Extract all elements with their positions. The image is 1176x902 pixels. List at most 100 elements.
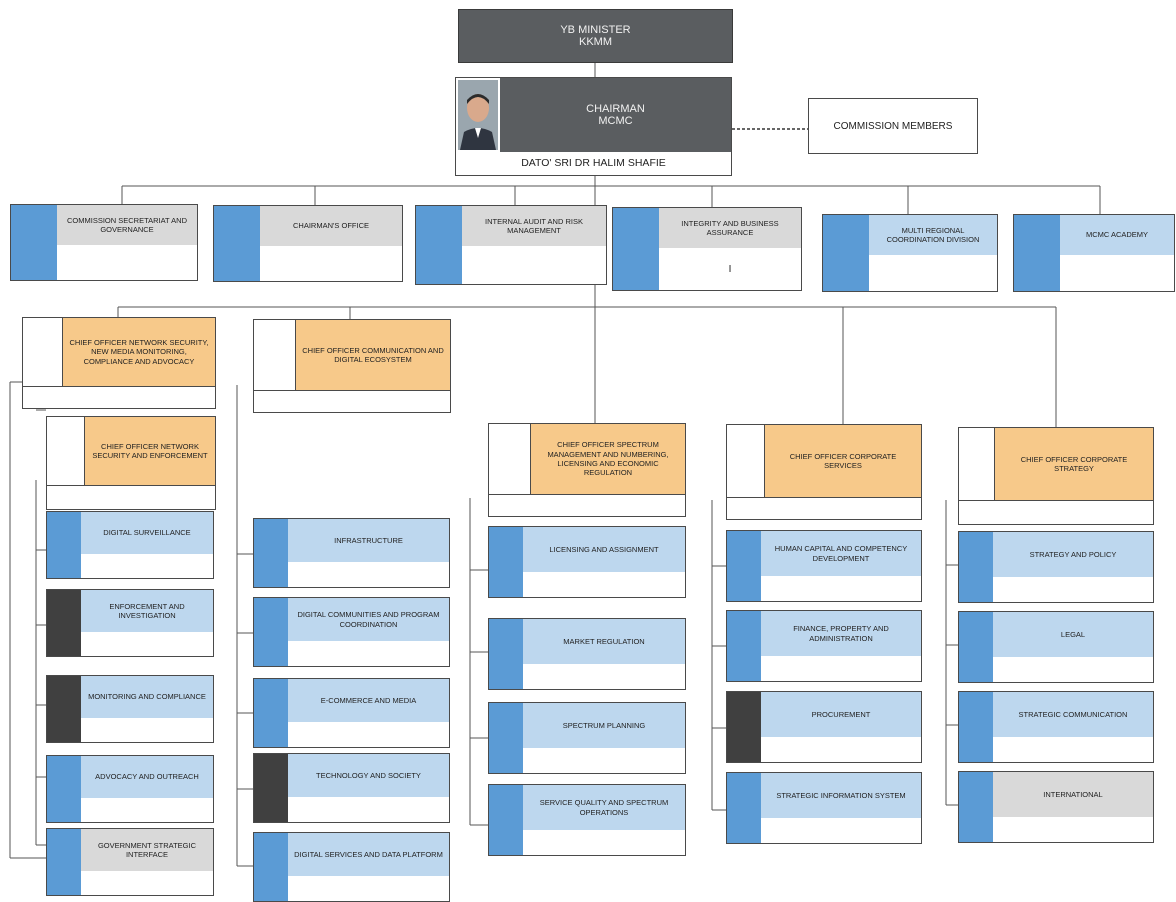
division-label: SPECTRUM PLANNING xyxy=(523,703,685,748)
chief-officer-box: CHIEF OFFICER SPECTRUM MANAGEMENT AND NU… xyxy=(488,423,686,517)
division-label: STRATEGIC COMMUNICATION xyxy=(993,692,1153,737)
division-color-strip xyxy=(727,692,761,762)
division-label: INTERNATIONAL xyxy=(993,772,1153,817)
top-unit-label: MCMC ACADEMY xyxy=(1060,215,1174,255)
division-color-strip xyxy=(489,703,523,773)
division-box: DIGITAL SURVEILLANCE xyxy=(46,511,214,579)
division-label: TECHNOLOGY AND SOCIETY xyxy=(288,754,449,797)
chief-officer-left-cell xyxy=(23,318,63,386)
division-color-strip xyxy=(47,512,81,578)
chief-officer-box: CHIEF OFFICER NETWORK SECURITY AND ENFOR… xyxy=(46,416,216,510)
division-color-strip xyxy=(959,532,993,602)
unit-color-strip xyxy=(416,206,462,284)
top-unit-box: COMMISSION SECRETARIAT AND GOVERNANCE xyxy=(10,204,198,281)
division-box: GOVERNMENT STRATEGIC INTERFACE xyxy=(46,828,214,896)
division-box: SERVICE QUALITY AND SPECTRUM OPERATIONS xyxy=(488,784,686,856)
top-unit-label: INTEGRITY AND BUSINESS ASSURANCE xyxy=(659,208,801,248)
top-unit-label: CHAIRMAN'S OFFICE xyxy=(260,206,402,246)
top-unit-box: CHAIRMAN'S OFFICE xyxy=(213,205,403,282)
top-unit-label: MULTI REGIONAL COORDINATION DIVISION xyxy=(869,215,997,255)
unit-color-strip xyxy=(214,206,260,281)
commission-members-box: COMMISSION MEMBERS xyxy=(808,98,978,154)
division-color-strip xyxy=(959,772,993,842)
chief-officer-divider xyxy=(47,485,215,486)
division-label: MARKET REGULATION xyxy=(523,619,685,664)
division-color-strip xyxy=(254,519,288,587)
division-color-strip xyxy=(489,527,523,597)
division-label: INFRASTRUCTURE xyxy=(288,519,449,562)
division-box: E-COMMERCE AND MEDIA xyxy=(253,678,450,748)
unit-color-strip xyxy=(11,205,57,280)
portrait-icon xyxy=(458,80,498,150)
division-color-strip xyxy=(254,833,288,901)
division-label: MONITORING AND COMPLIANCE xyxy=(81,676,213,718)
division-box: ADVOCACY AND OUTREACH xyxy=(46,755,214,823)
division-label: LEGAL xyxy=(993,612,1153,657)
chief-officer-divider xyxy=(489,494,685,495)
division-label: SERVICE QUALITY AND SPECTRUM OPERATIONS xyxy=(523,785,685,830)
division-box: PROCUREMENT xyxy=(726,691,922,763)
chief-officer-box: CHIEF OFFICER COMMUNICATION AND DIGITAL … xyxy=(253,319,451,413)
commission-members-label: COMMISSION MEMBERS xyxy=(833,120,953,132)
chief-officer-label: CHIEF OFFICER NETWORK SECURITY, NEW MEDI… xyxy=(63,318,215,386)
chairman-box: CHAIRMAN MCMC DATO' SRI DR HALIM SHAFIE xyxy=(455,77,732,176)
division-box: SPECTRUM PLANNING xyxy=(488,702,686,774)
division-label: ADVOCACY AND OUTREACH xyxy=(81,756,213,798)
chief-officer-label: CHIEF OFFICER SPECTRUM MANAGEMENT AND NU… xyxy=(531,424,685,494)
division-box: LICENSING AND ASSIGNMENT xyxy=(488,526,686,598)
minister-box: YB MINISTER KKMM xyxy=(458,9,733,63)
top-unit-label: COMMISSION SECRETARIAT AND GOVERNANCE xyxy=(57,205,197,245)
division-color-strip xyxy=(959,692,993,762)
division-color-strip xyxy=(47,756,81,822)
division-box: DIGITAL SERVICES AND DATA PLATFORM xyxy=(253,832,450,902)
division-label: E-COMMERCE AND MEDIA xyxy=(288,679,449,722)
chairman-title: CHAIRMAN xyxy=(586,103,645,115)
minister-title: YB MINISTER xyxy=(560,24,631,36)
chief-officer-box: CHIEF OFFICER NETWORK SECURITY, NEW MEDI… xyxy=(22,317,216,409)
division-box: INTERNATIONAL xyxy=(958,771,1154,843)
division-color-strip xyxy=(959,612,993,682)
division-label: STRATEGIC INFORMATION SYSTEM xyxy=(761,773,921,818)
unit-color-strip xyxy=(613,208,659,290)
chief-officer-divider xyxy=(959,500,1153,501)
division-color-strip xyxy=(254,679,288,747)
division-box: MONITORING AND COMPLIANCE xyxy=(46,675,214,743)
division-box: STRATEGIC COMMUNICATION xyxy=(958,691,1154,763)
division-color-strip xyxy=(727,611,761,681)
division-color-strip xyxy=(254,754,288,822)
division-color-strip xyxy=(489,619,523,689)
top-unit-box: INTERNAL AUDIT AND RISK MANAGEMENT xyxy=(415,205,607,285)
division-label: ENFORCEMENT AND INVESTIGATION xyxy=(81,590,213,632)
division-label: FINANCE, PROPERTY AND ADMINISTRATION xyxy=(761,611,921,656)
division-box: TECHNOLOGY AND SOCIETY xyxy=(253,753,450,823)
division-box: FINANCE, PROPERTY AND ADMINISTRATION xyxy=(726,610,922,682)
chief-officer-left-cell xyxy=(727,425,765,497)
minister-ministry: KKMM xyxy=(579,36,612,48)
division-label: DIGITAL SERVICES AND DATA PLATFORM xyxy=(288,833,449,876)
chairman-header: CHAIRMAN MCMC xyxy=(500,78,731,152)
division-box: STRATEGY AND POLICY xyxy=(958,531,1154,603)
chief-officer-label: CHIEF OFFICER COMMUNICATION AND DIGITAL … xyxy=(296,320,450,390)
division-label: STRATEGY AND POLICY xyxy=(993,532,1153,577)
unit-color-strip xyxy=(823,215,869,291)
division-color-strip xyxy=(727,773,761,843)
division-label: PROCUREMENT xyxy=(761,692,921,737)
chairman-photo xyxy=(458,80,498,150)
chief-officer-label: CHIEF OFFICER NETWORK SECURITY AND ENFOR… xyxy=(85,417,215,485)
division-label: GOVERNMENT STRATEGIC INTERFACE xyxy=(81,829,213,871)
division-box: LEGAL xyxy=(958,611,1154,683)
division-label: HUMAN CAPITAL AND COMPETENCY DEVELOPMENT xyxy=(761,531,921,576)
division-box: DIGITAL COMMUNITIES AND PROGRAM COORDINA… xyxy=(253,597,450,667)
chairman-org: MCMC xyxy=(598,115,633,127)
chief-officer-label: CHIEF OFFICER CORPORATE SERVICES xyxy=(765,425,921,497)
chief-officer-left-cell xyxy=(254,320,296,390)
chief-officer-left-cell xyxy=(489,424,531,494)
chief-officer-left-cell xyxy=(47,417,85,485)
chief-officer-box: CHIEF OFFICER CORPORATE SERVICES xyxy=(726,424,922,520)
division-box: STRATEGIC INFORMATION SYSTEM xyxy=(726,772,922,844)
chief-officer-divider xyxy=(254,390,450,391)
top-unit-sub: I xyxy=(728,263,732,275)
division-label: DIGITAL SURVEILLANCE xyxy=(81,512,213,554)
